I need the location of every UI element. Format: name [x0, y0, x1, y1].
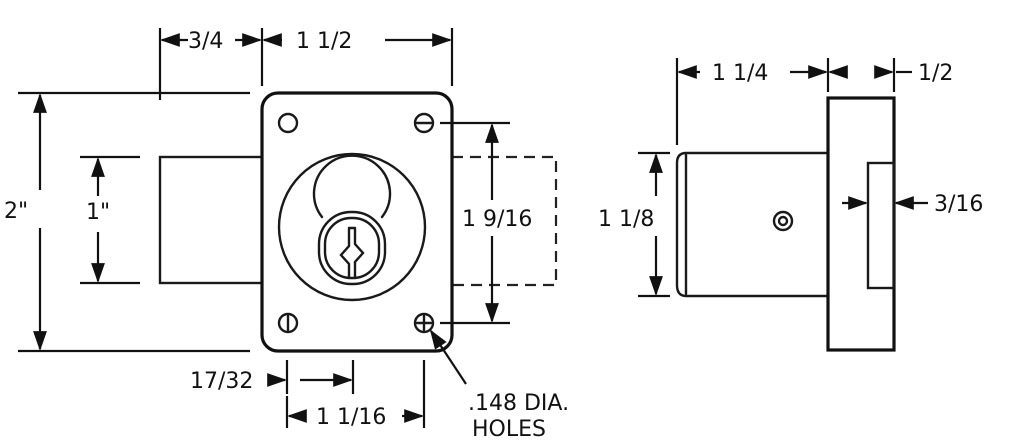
dim-height-overall-group: 2": [4, 91, 250, 353]
dim-flange-thickness-group: 1/2: [828, 58, 953, 92]
dim-body-diameter-group: 1 1/8: [598, 151, 670, 298]
hole-top-right: [413, 112, 435, 134]
hole-note-line-1: .148 DIA.: [468, 391, 569, 416]
dim-height-bolt-label: 1": [86, 200, 110, 225]
dim-hole-spacing-vertical-label: 1 9/16: [462, 207, 532, 232]
dim-bottom-spacing-group: 1 1/16: [285, 360, 426, 430]
dim-height-overall-label: 2": [4, 199, 28, 224]
dim-bottom-spacing-label: 1 1/16: [316, 405, 386, 430]
cylinder-keyway-outline: [312, 154, 392, 219]
dim-top-right-group: 1 1/2: [262, 28, 454, 86]
dim-body-diameter-label: 1 1/8: [598, 207, 654, 232]
hole-note-group: .148 DIA. HOLES: [429, 329, 569, 442]
side-cylinder-body: [675, 151, 830, 298]
hole-top-left: [277, 112, 299, 134]
dim-bottom-small-label: 17/32: [190, 369, 253, 394]
dim-top-right-label: 1 1/2: [296, 29, 352, 54]
side-groove: [866, 161, 896, 290]
hole-note-line-2: HOLES: [472, 417, 546, 442]
dim-top-left-group: 3/4: [158, 28, 264, 100]
dim-bottom-small-group: 17/32: [190, 360, 355, 394]
dim-hole-spacing-vertical-group: 1 9/16: [440, 121, 532, 325]
dim-height-bolt-group: 1": [80, 155, 140, 285]
dim-body-length-group: 1 1/4: [675, 58, 830, 145]
hole-bottom-right: [413, 312, 435, 334]
plug-face-inner: [323, 216, 381, 280]
keyway-icon: [339, 226, 365, 280]
dim-flange-thickness-label: 1/2: [918, 61, 953, 86]
cylinder-outer-ring: [277, 152, 427, 302]
dim-top-left-label: 3/4: [188, 29, 223, 54]
side-flange: [826, 96, 896, 352]
hole-bottom-left: [277, 312, 299, 334]
lock-body-plate: [260, 91, 454, 353]
front-view: 3/4 1 1/2 2" 1": [4, 28, 569, 442]
dim-groove-width-label: 3/16: [934, 192, 983, 217]
side-pin: [772, 210, 794, 232]
bolt-right-dashed: [452, 155, 558, 287]
dim-body-length-label: 1 1/4: [712, 61, 768, 86]
bolt-left: [158, 155, 264, 285]
dim-groove-width-group: 3/16: [842, 192, 983, 217]
plug-face: [317, 210, 387, 286]
side-view: 1 1/4 1/2 1 1/8 3/16: [598, 58, 983, 352]
